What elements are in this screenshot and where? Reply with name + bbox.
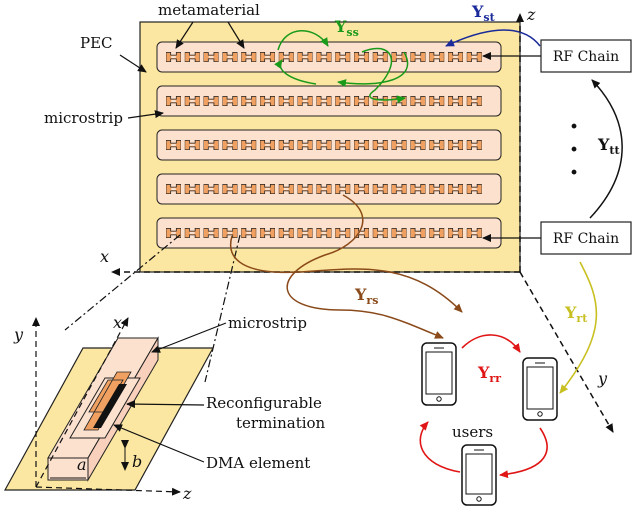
rf-chain-top-label: RF Chain xyxy=(553,49,619,65)
microstrip-top-arrow xyxy=(127,110,164,119)
z-axis-label: z xyxy=(526,5,536,24)
rf-chain-bottom: RF Chain xyxy=(540,221,632,255)
microstrip-top-label: microstrip xyxy=(44,109,123,127)
dim-b-label: b xyxy=(132,452,142,471)
y-rs-arrows xyxy=(230,194,463,339)
user-phone-1 xyxy=(421,342,457,406)
reconfigurable-label-2: termination xyxy=(236,414,326,432)
pec-arrow xyxy=(119,54,147,73)
rf-chain-top: RF Chain xyxy=(540,39,632,73)
y-rt-label: Yrt xyxy=(564,303,588,325)
rf-chain-bottom-label: RF Chain xyxy=(553,231,619,247)
users-label: users xyxy=(452,423,493,441)
reconfigurable-label-1: Reconfigurable xyxy=(206,394,322,412)
microstrip-row xyxy=(156,41,502,73)
y-rt-arrow xyxy=(559,261,598,394)
y-st-label: Yst xyxy=(471,2,496,24)
microstrip-inset-arrow xyxy=(151,322,227,353)
metamaterial-label: metamaterial xyxy=(158,1,260,19)
y-ss-label: Yss xyxy=(334,17,359,39)
y-tt-label: Ytt xyxy=(597,135,621,157)
inset-x-axis xyxy=(35,317,129,488)
metamaterial-arrow-1 xyxy=(175,21,194,49)
microstrip-rows xyxy=(156,41,502,249)
dma-element-label: DMA element xyxy=(206,454,310,472)
dots-label: ··· xyxy=(569,112,578,188)
y-tt-arrow xyxy=(589,79,623,219)
y-rr-label: Yrr xyxy=(477,363,501,385)
x-axis-label: x xyxy=(100,247,109,266)
user-phone-3 xyxy=(461,444,497,506)
y-axis xyxy=(519,271,614,433)
inset-x-label: x xyxy=(113,313,122,332)
y-st-arrow xyxy=(445,29,541,47)
microstrip-row xyxy=(156,173,502,205)
zoom-line-right xyxy=(204,234,241,383)
y-axis-label: y xyxy=(597,369,608,388)
y-ss-arrows xyxy=(274,30,409,104)
inset-z-axis xyxy=(35,486,181,496)
y-rr-arrows xyxy=(419,334,548,479)
reconfigurable-arrow xyxy=(126,400,205,409)
user-phone-2 xyxy=(522,357,558,421)
metamaterial-arrow-2 xyxy=(227,21,245,49)
microstrip-row xyxy=(156,85,502,117)
inset-y-label: y xyxy=(13,325,24,344)
y-rs-label: Yrs xyxy=(354,285,378,307)
inset-z-label: z xyxy=(182,484,192,503)
pec-label: PEC xyxy=(80,34,113,52)
microstrip-inset-label: microstrip xyxy=(228,314,307,332)
dma-element-inset xyxy=(3,336,215,491)
zoom-line-left xyxy=(64,234,181,331)
dim-a-label: a xyxy=(77,455,87,474)
dma-element-arrow xyxy=(113,424,205,463)
microstrip-row xyxy=(156,129,502,161)
microstrip-row xyxy=(156,217,502,249)
